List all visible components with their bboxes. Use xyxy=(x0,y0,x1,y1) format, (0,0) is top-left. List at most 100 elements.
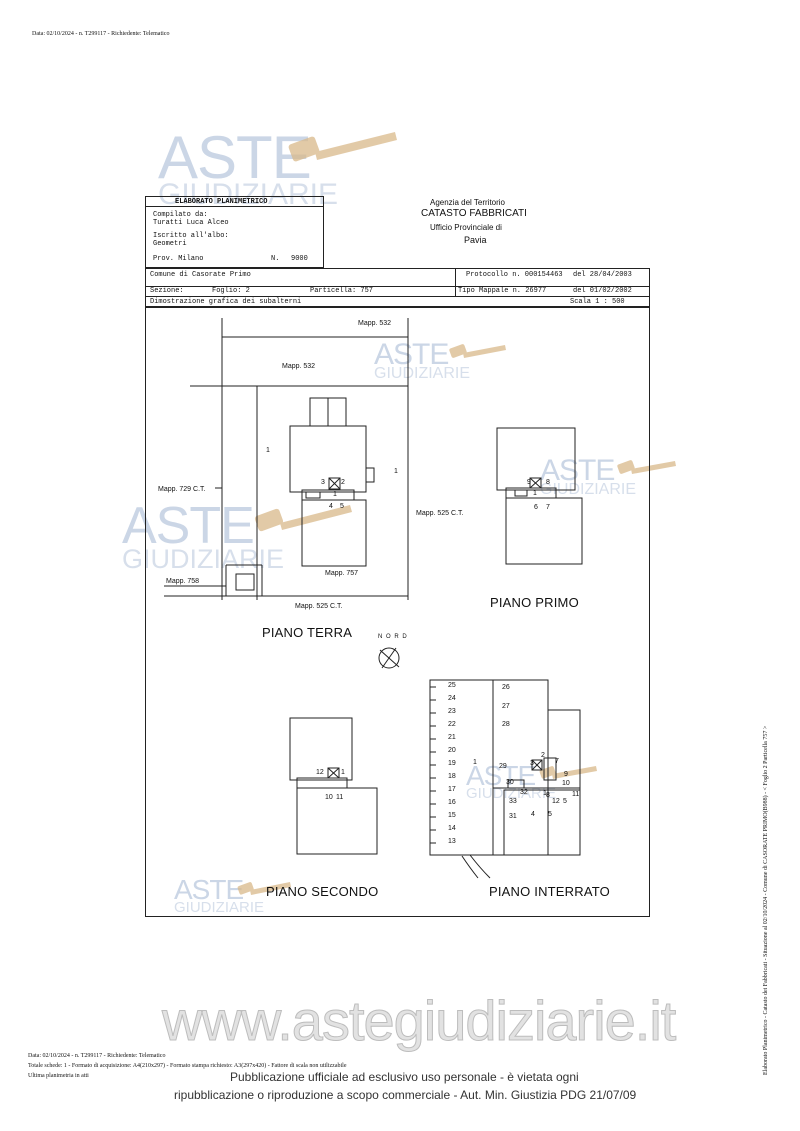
dimostrazione-text: Dimostrazione grafica dei subalterni xyxy=(150,298,302,306)
sub-number: 24 xyxy=(448,695,456,702)
sub-number: 26 xyxy=(502,684,510,691)
sub-number: 3 xyxy=(530,760,534,767)
watermark-logo-mid: ASTE GIUDIZIARIE xyxy=(374,340,470,382)
sezione-label: Sezione: xyxy=(150,287,184,295)
sub-number: 11 xyxy=(336,794,344,801)
sub-number: 16 xyxy=(448,799,456,806)
scala-text: Scala 1 : 500 xyxy=(570,298,625,306)
sub-number: 14 xyxy=(448,825,456,832)
north-label: N O R D xyxy=(378,634,408,640)
sub-number: 4 xyxy=(531,811,535,818)
watermark-aste-text: ASTE xyxy=(158,124,312,191)
footer-notice1: Pubblicazione ufficiale ad esclusivo uso… xyxy=(230,1070,579,1084)
map-label: Mapp. 532 xyxy=(358,320,392,327)
map-label: Mapp. 525 C.T. xyxy=(295,603,343,610)
sub-number: 4 xyxy=(329,503,333,510)
sub-number: 3 xyxy=(321,479,325,486)
sub-number: 1 xyxy=(333,491,337,498)
watermark-logo-bottom: ASTE GIUDIZIARIE xyxy=(174,874,265,916)
protocollo-del: del 28/04/2003 xyxy=(573,271,632,279)
gavel-icon xyxy=(617,460,676,474)
comune-text: Comune di Casorate Primo xyxy=(150,271,251,279)
tipo-del: del 01/02/2002 xyxy=(573,287,632,295)
agency-line1: Agenzia del Territorio xyxy=(430,198,506,207)
watermark-aste-text: ASTE xyxy=(122,497,255,555)
sub-number: 31 xyxy=(509,813,517,820)
gavel-icon xyxy=(449,344,506,358)
elaborato-box xyxy=(145,196,324,268)
floor-title-secondo: PIANO SECONDO xyxy=(266,884,379,899)
watermark-logo-top: ASTE GIUDIZIARIE xyxy=(158,128,338,210)
agency-line4: Pavia xyxy=(464,235,487,245)
watermark-giudiziarie-text: GIUDIZIARIE xyxy=(374,365,471,382)
sub-number: 17 xyxy=(448,786,456,793)
sub-number: 28 xyxy=(502,721,510,728)
agency-line3: Ufficio Provinciale di xyxy=(430,223,502,232)
gavel-icon xyxy=(237,882,291,895)
sub-number: 1 xyxy=(394,468,398,475)
watermark-giudiziarie-text: GIUDIZIARIE xyxy=(158,178,339,211)
sub-number: 2 xyxy=(541,752,545,759)
header-note: Data: 02/10/2024 - n. T299117 - Richiede… xyxy=(32,31,170,37)
watermark-giudiziarie-text: GIUDIZIARIE xyxy=(540,481,637,498)
sub-number: 7 xyxy=(546,504,550,511)
watermark-aste-text: ASTE xyxy=(174,874,244,905)
sub-number: 8 xyxy=(546,792,550,799)
tipo-mappale: Tipo Mappale n. 26977 xyxy=(458,287,547,295)
sub-number: 20 xyxy=(448,747,456,754)
footer-line3: Ultima planimetria in atti xyxy=(28,1073,89,1079)
floor-title-interrato: PIANO INTERRATO xyxy=(489,884,610,899)
particella-text: Particella: 757 xyxy=(310,287,374,295)
compilato-label: Compilato da: xyxy=(153,211,208,219)
map-label: Mapp. 525 C.T. xyxy=(416,510,464,517)
prov-label: Prov. Milano xyxy=(153,255,204,263)
sub-number: 5 xyxy=(340,503,344,510)
sub-number: 30 xyxy=(506,779,514,786)
watermark-logo-right: ASTE GIUDIZIARIE xyxy=(540,456,636,498)
watermark-aste-text: ASTE xyxy=(540,454,615,487)
sub-number: 29 xyxy=(499,763,507,770)
side-note: Elaborato Planimetrico - Catasto dei Fab… xyxy=(763,725,769,1075)
sub-number: 7 xyxy=(555,758,559,765)
info-box xyxy=(145,268,650,308)
sub-number: 32 xyxy=(520,789,528,796)
iscritto-value: Geometri xyxy=(153,240,187,248)
north-arrow-icon xyxy=(379,648,380,649)
protocollo-text: Protocollo n. 000154463 xyxy=(466,271,563,279)
sub-number: 33 xyxy=(509,798,517,805)
gavel-icon xyxy=(288,132,397,162)
sub-number: 18 xyxy=(448,773,456,780)
gavel-icon xyxy=(254,505,352,532)
sub-number: 19 xyxy=(448,760,456,767)
map-label: Mapp. 532 xyxy=(282,363,316,370)
sub-number: 25 xyxy=(448,682,456,689)
watermark-aste-text: ASTE xyxy=(374,338,449,371)
sub-number: 9 xyxy=(564,771,568,778)
sub-number: 5 xyxy=(563,798,567,805)
map-label: Mapp. 757 xyxy=(325,570,359,577)
footer-line1: Data: 02/10/2024 - n. T299117 - Richiede… xyxy=(28,1053,166,1059)
sub-number: 22 xyxy=(448,721,456,728)
watermark-giudiziarie-text: GIUDIZIARIE xyxy=(174,899,265,916)
elaborato-title: ELABORATO PLANIMETRICO xyxy=(175,198,268,206)
n-label: N. xyxy=(271,255,280,263)
sub-number: 1 xyxy=(473,759,477,766)
sub-number: 12 xyxy=(316,769,324,776)
footer-notice2: ripubblicazione o riproduzione a scopo c… xyxy=(174,1088,637,1102)
sub-number: 10 xyxy=(562,780,570,787)
sub-number: 8 xyxy=(546,479,550,486)
sub-number: 2 xyxy=(341,479,345,486)
sub-number: 12 xyxy=(552,798,560,805)
map-label: Mapp. 758 xyxy=(166,578,200,585)
floor-title-terra: PIANO TERRA xyxy=(262,625,353,640)
sub-number: 1 xyxy=(266,447,270,454)
n-value: 9000 xyxy=(291,255,308,263)
map-label: Mapp. 729 C.T. xyxy=(158,486,206,493)
agency-line2: CATASTO FABBRICATI xyxy=(421,208,527,219)
sub-number: 6 xyxy=(534,504,538,511)
sub-number: 27 xyxy=(502,703,510,710)
sub-number: 23 xyxy=(448,708,456,715)
compilato-value: Turatti Luca Alceo xyxy=(153,219,229,227)
